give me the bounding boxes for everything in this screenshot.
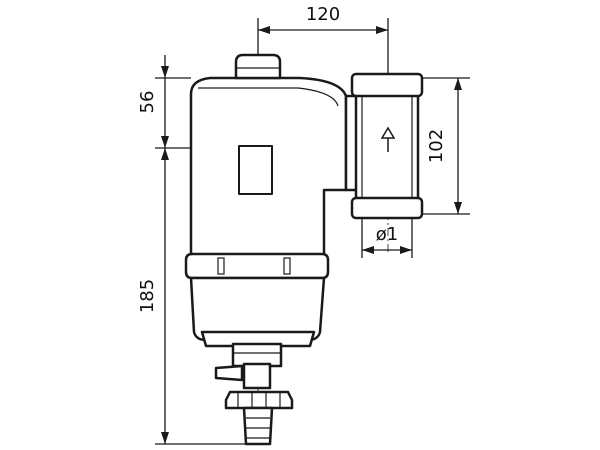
- dimension-height-top: 56: [137, 55, 191, 149]
- label-window: [238, 145, 273, 195]
- drain-valve: [214, 342, 294, 446]
- dimension-label-102: 102: [426, 129, 447, 163]
- dimension-label-diameter: ø1: [376, 224, 398, 245]
- dimension-pipe-height: 102: [422, 77, 470, 215]
- dimension-width-top: 120: [257, 4, 389, 74]
- clamp-ring: [184, 252, 330, 280]
- inlet-pipe: [344, 72, 424, 220]
- dimension-label-120: 120: [306, 4, 340, 25]
- flow-arrow-icon: [380, 126, 396, 152]
- dimension-label-185: 185: [137, 279, 158, 313]
- lower-bowl: [189, 276, 326, 348]
- dimension-pipe-diameter: ø1: [361, 218, 413, 258]
- filter-body: [189, 76, 348, 260]
- top-cap: [234, 53, 282, 80]
- dimension-height-bottom: 185: [137, 148, 246, 445]
- dimension-label-56: 56: [137, 91, 158, 114]
